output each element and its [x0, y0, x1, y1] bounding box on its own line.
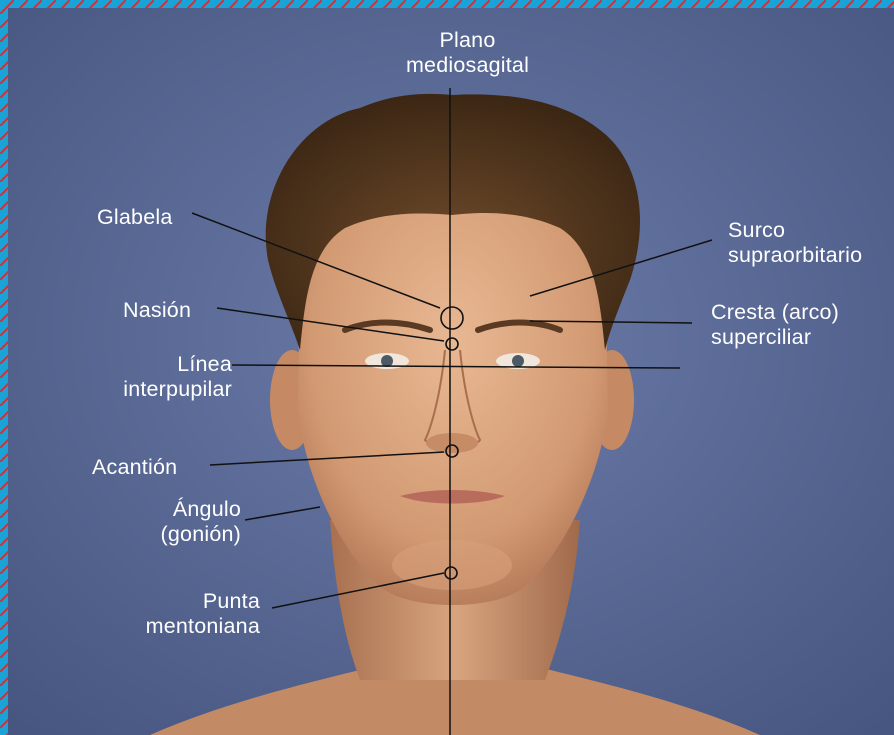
- glabela-label: Glabela: [97, 205, 173, 230]
- surco-supraorbitario-label: Surco supraorbitario: [728, 218, 862, 268]
- punta-mentoniana-label: Punta mentoniana: [110, 589, 260, 639]
- surco-line-2: supraorbitario: [728, 243, 862, 268]
- angulo-gonion-label: Ángulo (gonión): [110, 497, 241, 547]
- punta-line-2: mentoniana: [110, 614, 260, 639]
- punta-line-1: Punta: [110, 589, 260, 614]
- linea-line-1: Línea: [82, 352, 232, 377]
- nasion-label: Nasión: [123, 298, 191, 323]
- plano-line-2: mediosagital: [380, 53, 555, 78]
- plano-mediosagital-label: Plano mediosagital: [380, 28, 555, 78]
- nose-base: [426, 433, 478, 453]
- linea-line-2: interpupilar: [82, 377, 232, 402]
- plano-line-1: Plano: [380, 28, 555, 53]
- angulo-line-1: Ángulo: [110, 497, 241, 522]
- angulo-line-2: (gonión): [110, 522, 241, 547]
- acantion-label: Acantión: [92, 455, 177, 480]
- cresta-line-2: superciliar: [711, 325, 839, 350]
- face: [298, 165, 608, 605]
- cresta-line-1: Cresta (arco): [711, 300, 839, 325]
- surco-line-1: Surco: [728, 218, 862, 243]
- linea-interpupilar-label: Línea interpupilar: [82, 352, 232, 402]
- cresta-superciliar-label: Cresta (arco) superciliar: [711, 300, 839, 350]
- chin: [392, 540, 512, 590]
